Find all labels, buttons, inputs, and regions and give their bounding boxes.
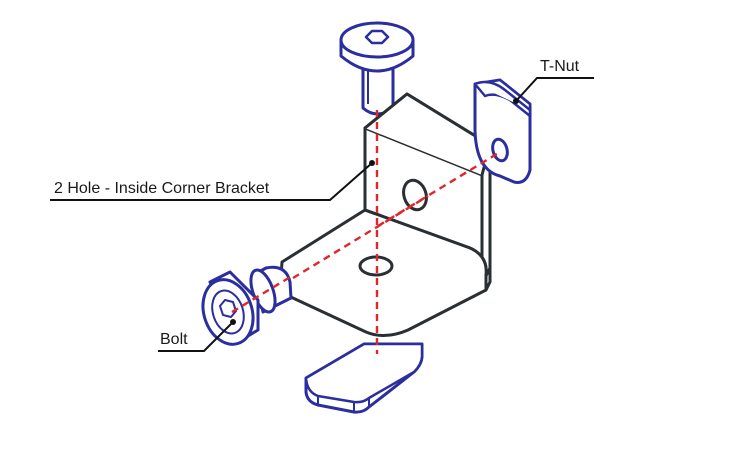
corner-bracket	[278, 92, 492, 337]
bracket-label: 2 Hole - Inside Corner Bracket	[54, 180, 270, 197]
axis-lines	[231, 110, 501, 354]
bottom-t-nut	[304, 342, 424, 414]
bolt-label: Bolt	[160, 331, 188, 348]
leader-dots	[230, 98, 519, 325]
left-bolt	[201, 265, 293, 346]
top-bolt	[339, 21, 415, 116]
leader-lines	[50, 77, 594, 352]
t-nut-label: T-Nut	[540, 58, 580, 75]
